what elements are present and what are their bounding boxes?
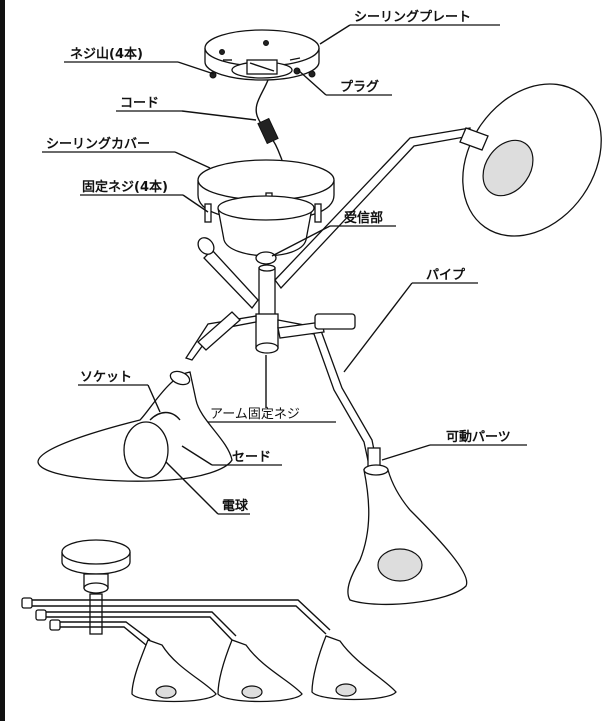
label-ceiling-cover: シーリングカバー: [46, 136, 150, 152]
label-movable-parts: 可動パーツ: [446, 429, 511, 445]
upper-right-shade: [459, 83, 602, 237]
label-shade: セード: [232, 450, 271, 465]
label-fixing-screws: 固定ネジ(4本): [82, 179, 168, 195]
arms: [184, 127, 471, 471]
receiver-housing: [217, 195, 315, 265]
left-shade: [37, 370, 233, 482]
left-border: [0, 0, 5, 721]
label-receiver: 受信部: [344, 210, 383, 226]
label-plug: プラグ: [340, 79, 379, 95]
label-cord: コード: [120, 96, 159, 111]
lower-right-shade: [347, 447, 468, 606]
cord-connector: [257, 117, 279, 145]
label-bulb: 電球: [222, 498, 249, 514]
label-ceiling-plate: シーリングプレート: [354, 9, 471, 25]
arm-hub: [255, 264, 279, 354]
power-cord: [255, 79, 283, 161]
label-screw-mounts: ネジ山(4本): [70, 46, 143, 62]
leader-lines: [42, 24, 527, 515]
label-socket: ソケット: [80, 370, 132, 385]
assembled-view: [21, 539, 397, 703]
label-pipe: パイプ: [426, 268, 466, 283]
ceiling-plate: [204, 29, 320, 81]
label-arm-fixing-screw: アーム固定ネジ: [210, 407, 300, 422]
